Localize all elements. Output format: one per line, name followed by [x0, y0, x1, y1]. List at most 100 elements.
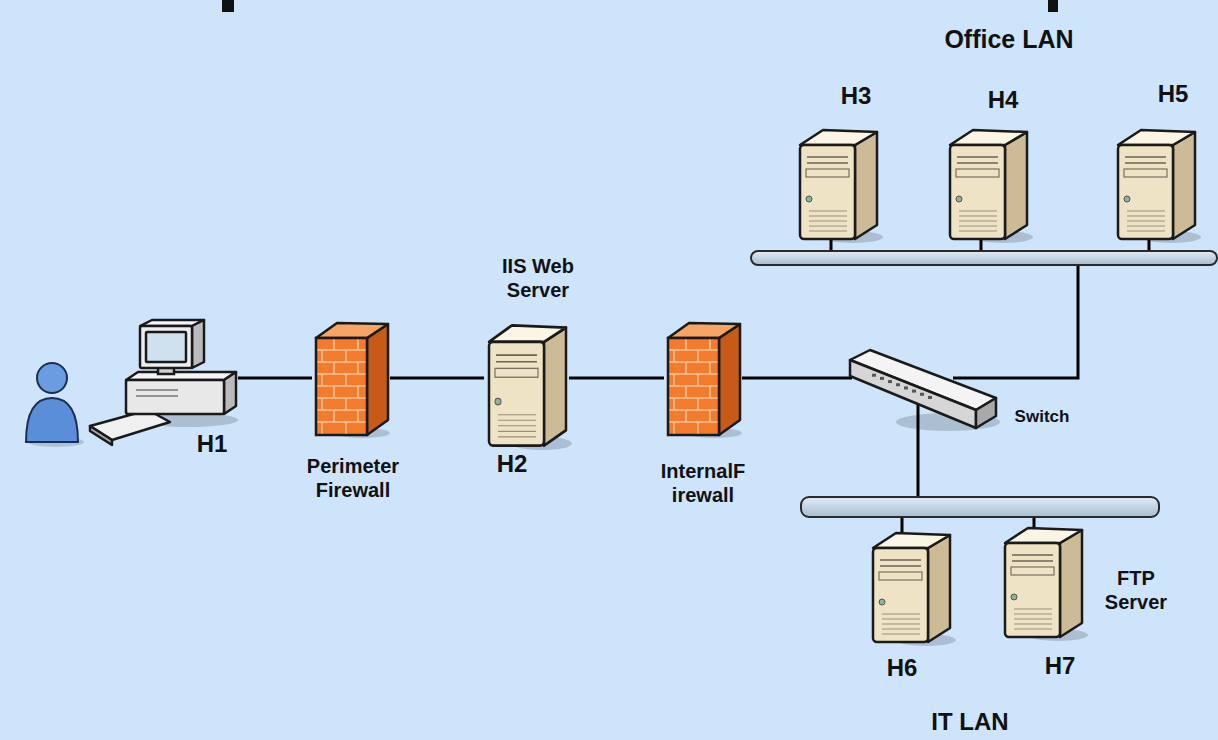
- user-figure: [26, 363, 84, 447]
- detail-stroke: [357, 386, 359, 398]
- server-node: H4: [945, 127, 1030, 242]
- switch-port: [880, 377, 884, 380]
- server-front: [1005, 543, 1060, 637]
- detail-stroke: [673, 422, 675, 434]
- detail-stroke: [668, 397, 719, 399]
- detail-stroke: [333, 338, 335, 350]
- detail-stroke: [882, 624, 920, 625]
- detail-stroke: [959, 226, 997, 227]
- drive-bay: [1124, 169, 1167, 177]
- power-led: [495, 398, 501, 405]
- detail-stroke: [498, 420, 536, 421]
- detail-stroke: [357, 410, 359, 422]
- server-side: [928, 535, 950, 642]
- detail-stroke: [1127, 211, 1165, 212]
- detail-stroke: [498, 425, 536, 426]
- detail-stroke: [709, 410, 711, 422]
- detail-stroke: [1014, 624, 1052, 625]
- server-node: FTP ServerH7: [1000, 525, 1085, 640]
- server-icon: [868, 530, 953, 645]
- switch-port: [896, 383, 900, 386]
- keyboard-edge: [90, 426, 112, 445]
- switch-port: [912, 390, 916, 393]
- detail-stroke: [668, 409, 719, 411]
- detail-stroke: [345, 374, 347, 386]
- node-label: Office LAN: [944, 24, 1073, 54]
- power-led: [879, 599, 885, 605]
- detail-stroke: [357, 338, 359, 350]
- server-front: [800, 145, 855, 239]
- detail-stroke: [668, 373, 719, 375]
- switch-side: [976, 398, 996, 428]
- firewall-side: [719, 324, 740, 435]
- detail-stroke: [1014, 614, 1052, 615]
- network-link: [953, 266, 1078, 378]
- power-led: [1011, 594, 1017, 600]
- server-front: [950, 145, 1005, 239]
- server-top: [873, 533, 950, 548]
- detail-stroke: [809, 231, 847, 232]
- detail-stroke: [709, 338, 711, 350]
- detail-stroke: [136, 389, 178, 391]
- server-node: H3: [795, 127, 880, 242]
- detail-stroke: [1012, 554, 1053, 556]
- firewall-top: [316, 323, 388, 338]
- detail-stroke: [668, 385, 719, 387]
- server-side: [855, 132, 877, 239]
- detail-stroke: [321, 374, 323, 386]
- server-side: [1005, 132, 1027, 239]
- server-side: [1060, 530, 1082, 637]
- firewall-top: [668, 323, 740, 338]
- server-icon: [795, 127, 880, 242]
- detail-stroke: [807, 156, 848, 158]
- firewall-front: [668, 338, 719, 435]
- detail-stroke: [880, 559, 921, 561]
- detail-stroke: [685, 362, 687, 374]
- lan-bus: Office LAN: [750, 250, 1218, 266]
- monitor-front: [140, 326, 192, 368]
- node-label: InternalF irewall: [648, 459, 758, 507]
- detail-stroke: [959, 211, 997, 212]
- server-icon: [945, 127, 1030, 242]
- detail-stroke: [809, 221, 847, 222]
- detail-stroke: [959, 216, 997, 217]
- detail-stroke: [882, 619, 920, 620]
- detail-stroke: [498, 431, 536, 432]
- power-led: [956, 196, 962, 202]
- detail-stroke: [496, 361, 537, 363]
- host-label: H4: [988, 86, 1019, 115]
- detail-stroke: [807, 162, 848, 164]
- server-front: [873, 548, 928, 642]
- host-label: H7: [1045, 652, 1076, 681]
- detail-stroke: [321, 422, 323, 434]
- network-link: [390, 377, 484, 380]
- detail-stroke: [316, 349, 367, 351]
- detail-stroke: [697, 422, 699, 434]
- server-node: H6: [868, 530, 953, 645]
- cut-bar: [222, 0, 234, 12]
- detail-stroke: [668, 349, 719, 351]
- detail-stroke: [673, 374, 675, 386]
- switch-node: Switch: [848, 338, 998, 433]
- detail-stroke: [333, 410, 335, 422]
- detail-stroke: [685, 410, 687, 422]
- detail-stroke: [345, 422, 347, 434]
- drive-bay: [956, 169, 999, 177]
- lan-bus: IT LAN: [800, 496, 1160, 518]
- firewall-icon: [664, 320, 742, 437]
- firewall-outline: [668, 338, 719, 435]
- power-led: [1124, 196, 1130, 202]
- detail-stroke: [697, 374, 699, 386]
- detail-stroke: [673, 398, 675, 410]
- detail-stroke: [809, 211, 847, 212]
- server-side: [544, 328, 566, 446]
- server-side: [1173, 132, 1195, 239]
- host-label: H6: [887, 654, 918, 683]
- detail-stroke: [1014, 629, 1052, 630]
- detail-stroke: [1127, 226, 1165, 227]
- detail-stroke: [316, 397, 367, 399]
- switch-port: [872, 374, 876, 377]
- detail-stroke: [333, 386, 335, 398]
- server-node: IIS Web ServerH2: [484, 322, 569, 449]
- drive-bay: [806, 169, 849, 177]
